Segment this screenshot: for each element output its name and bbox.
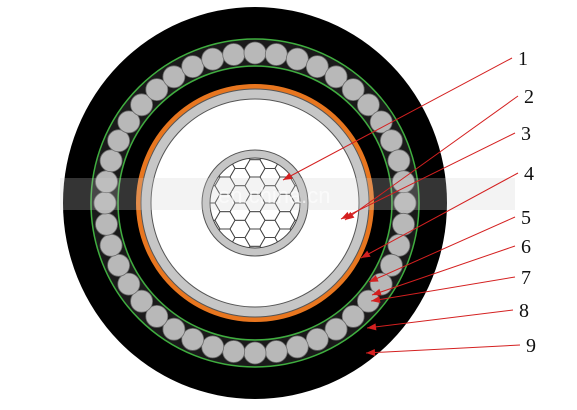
callout-number-7: 7 (521, 267, 531, 289)
armour-wire (341, 78, 365, 101)
armour-bedding-inner (117, 65, 393, 341)
armour-wire (145, 304, 169, 328)
armour-wire (305, 327, 329, 351)
leader-line-5 (368, 216, 516, 283)
armour-wire (379, 253, 403, 277)
armour-wire (387, 149, 411, 173)
armour-wire (95, 212, 118, 236)
armour-wire (130, 93, 154, 117)
callout-number-8: 8 (519, 300, 529, 322)
callout-leaders (282, 57, 521, 356)
leader-arrow-4 (361, 250, 371, 258)
armour-wire (130, 289, 154, 313)
armour-wire (117, 272, 141, 296)
armour-wire (243, 341, 267, 365)
watermark-text: en.china.cn (218, 183, 331, 208)
leader-line-7 (370, 276, 516, 302)
leader-line-6 (371, 245, 516, 296)
armour-wire (201, 335, 225, 359)
watermark-band (60, 178, 515, 210)
armour-wire (341, 304, 365, 328)
leader-arrow-7 (371, 296, 381, 303)
armour-wire (392, 170, 415, 194)
leader-arrow-9 (366, 349, 376, 356)
armour-wire (201, 47, 225, 71)
armour-wire (181, 55, 205, 78)
leader-arrow-5 (369, 275, 379, 282)
leader-line-9 (365, 344, 521, 354)
armour-wire (107, 129, 130, 153)
callout-number-6: 6 (521, 236, 531, 258)
callout-number-4: 4 (524, 163, 534, 185)
armour-wire (117, 110, 141, 134)
armour-wire (285, 47, 309, 71)
armour-wire (162, 317, 186, 341)
armour-wire (145, 78, 169, 101)
armour-wire (387, 233, 411, 257)
armour-wire (285, 335, 309, 359)
armour-wire (305, 55, 329, 78)
callout-labels: 1 2 3 4 5 6 7 8 9 (518, 48, 536, 357)
armour-wire (379, 129, 403, 153)
armour-wire (99, 233, 123, 257)
armour-wire (99, 149, 123, 173)
armour-wire (356, 93, 380, 117)
strand (244, 245, 266, 248)
armour-wire (243, 41, 267, 65)
leader-arrow-6 (372, 288, 382, 296)
armour-wire (324, 65, 348, 89)
leader-line-2 (344, 95, 519, 221)
armour-wire (222, 43, 246, 66)
armour-wire (107, 253, 130, 277)
leader-line-8 (366, 309, 514, 329)
callout-number-9: 9 (526, 335, 536, 357)
leader-arrow-8 (367, 323, 377, 331)
armour-wire (324, 317, 348, 341)
leader-line-3 (340, 132, 516, 220)
callout-number-3: 3 (521, 123, 531, 145)
armour-wire (264, 340, 288, 363)
armour-wire (222, 340, 246, 363)
leader-line-1 (282, 57, 513, 181)
armour-wire (181, 327, 205, 351)
armour-wire (162, 65, 186, 89)
leader-arrow-1 (283, 172, 293, 180)
leader-arrow-3 (341, 211, 351, 219)
leader-line-4 (360, 172, 519, 259)
cable-layers (63, 7, 447, 399)
callout-number-5: 5 (521, 207, 531, 229)
armour-wire (392, 212, 415, 236)
armour-wire (264, 43, 288, 66)
callout-number-1: 1 (518, 48, 528, 70)
callout-number-2: 2 (524, 86, 534, 108)
